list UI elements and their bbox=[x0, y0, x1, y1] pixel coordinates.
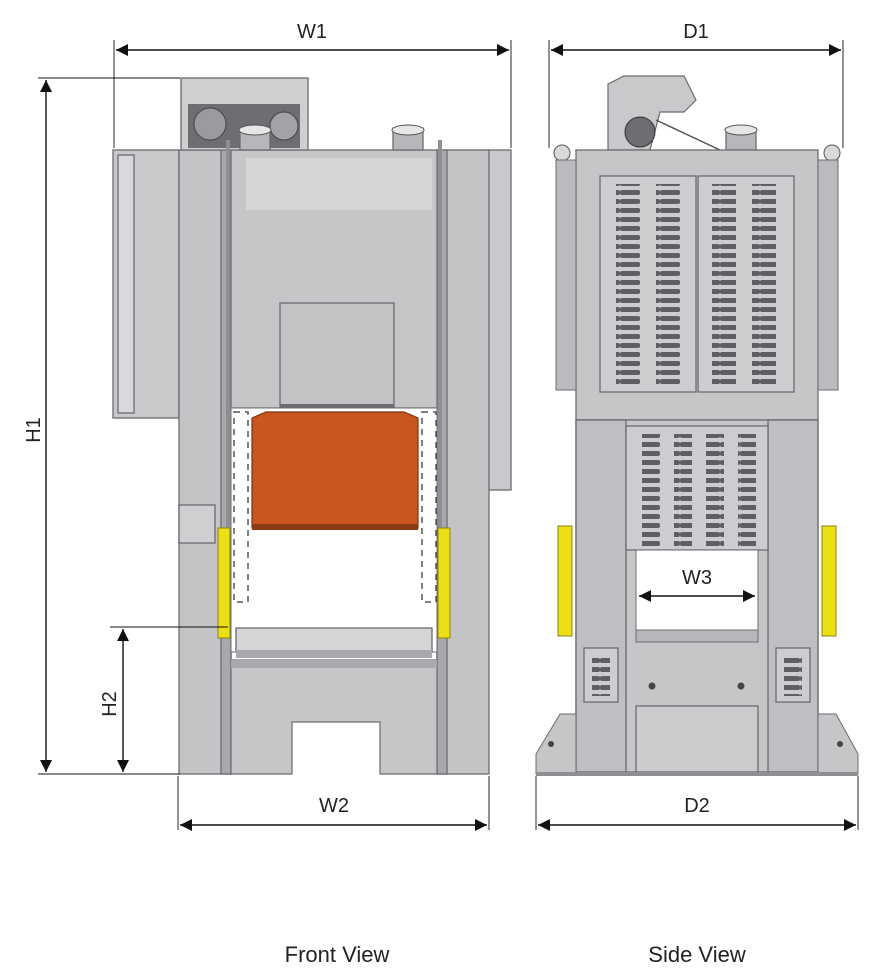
side-opening bbox=[635, 549, 759, 631]
side-view-machine bbox=[535, 75, 859, 776]
bolster bbox=[235, 627, 433, 653]
side-base bbox=[535, 713, 577, 775]
slide-connection-box bbox=[279, 302, 395, 409]
dimension-lines bbox=[38, 40, 859, 831]
h2-label: H2 bbox=[99, 691, 121, 717]
side-guard-left bbox=[557, 525, 573, 637]
front-view-machine bbox=[112, 77, 512, 775]
side-guard-right bbox=[821, 525, 837, 637]
right-light-guard bbox=[437, 527, 451, 639]
h1-label: H1 bbox=[23, 417, 45, 443]
w2-label: W2 bbox=[319, 795, 349, 817]
d2-label: D2 bbox=[684, 795, 710, 817]
w1-label: W1 bbox=[297, 21, 327, 43]
bed bbox=[230, 659, 438, 775]
right-cabinet bbox=[486, 149, 512, 491]
side-view-caption: Side View bbox=[648, 942, 746, 967]
d1-label: D1 bbox=[683, 21, 709, 43]
front-view-caption: Front View bbox=[285, 942, 390, 967]
left-light-guard bbox=[217, 527, 231, 639]
side-vent-panel-left bbox=[599, 175, 697, 393]
w3-label: W3 bbox=[682, 567, 712, 589]
slide bbox=[251, 411, 419, 529]
